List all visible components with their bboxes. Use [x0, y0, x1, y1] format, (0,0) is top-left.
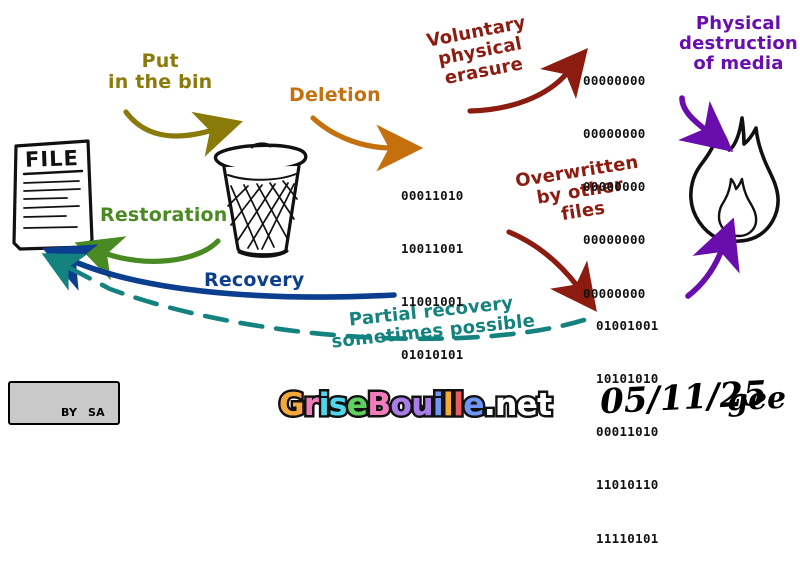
artist-signature: gee	[726, 380, 788, 419]
binary-line: 00011010	[596, 424, 659, 439]
comic-canvas: cc FILE Put in the bin Deletion Voluntar…	[8, 12, 798, 546]
arrow-partial-recovery	[41, 253, 587, 342]
binary-line: 00000000	[583, 232, 646, 248]
arrow-restoration	[74, 236, 221, 281]
arrow-put-in-the-bin	[123, 109, 243, 157]
binary-line: 00011010	[401, 187, 464, 203]
binary-line: 10001110	[401, 400, 464, 416]
binary-line: 00000000	[583, 285, 646, 301]
arrow-voluntary-physical-erasure	[467, 48, 588, 114]
arrow-deletion	[310, 115, 424, 172]
label-recovery: Recovery	[204, 269, 305, 291]
binary-deleted-block: 00011010 10011001 11001001 01010101 1000…	[401, 151, 464, 453]
arrow-recovery	[42, 244, 397, 300]
binary-line: 11010110	[596, 477, 659, 493]
binary-zeroed-block: 00000000 00000000 00000000 00000000 0000…	[583, 36, 646, 338]
label-deletion: Deletion	[289, 84, 381, 106]
binary-line: 00000000	[583, 179, 646, 194]
diagram-drawing-layer: cc	[12, 48, 780, 414]
binary-line: 10101010	[596, 370, 659, 386]
trash-bin-icon	[213, 142, 308, 258]
binary-line: 10011001	[401, 240, 464, 256]
arrow-overwritten-by-other-files	[506, 229, 597, 312]
binary-line: 11110101	[596, 530, 659, 546]
label-physical-destruction-of-media: Physical destruction of media	[679, 13, 798, 75]
binary-line: 11001001	[401, 294, 464, 309]
license-by-label: BY	[61, 406, 78, 419]
arrow-physical-destruction-top	[678, 95, 734, 152]
creative-commons-by-sa-badge[interactable]	[8, 381, 120, 425]
binary-overwritten-block: 01001001 10101010 00011010 11010110 1111…	[596, 281, 659, 583]
license-sa-label: SA	[88, 406, 105, 419]
label-restoration: Restoration	[100, 204, 228, 226]
arrow-physical-destruction-bottom	[685, 217, 740, 299]
binary-line: 01001001	[596, 317, 659, 333]
fire-flame-icon	[689, 116, 780, 244]
binary-line: 00000000	[583, 72, 646, 88]
binary-line: 00000000	[583, 125, 646, 141]
binary-line: 01010101	[401, 347, 464, 363]
file-icon-label: FILE	[24, 146, 80, 172]
logo-letter: ..	[481, 385, 498, 426]
label-put-in-the-bin: Put in the bin	[108, 50, 213, 94]
